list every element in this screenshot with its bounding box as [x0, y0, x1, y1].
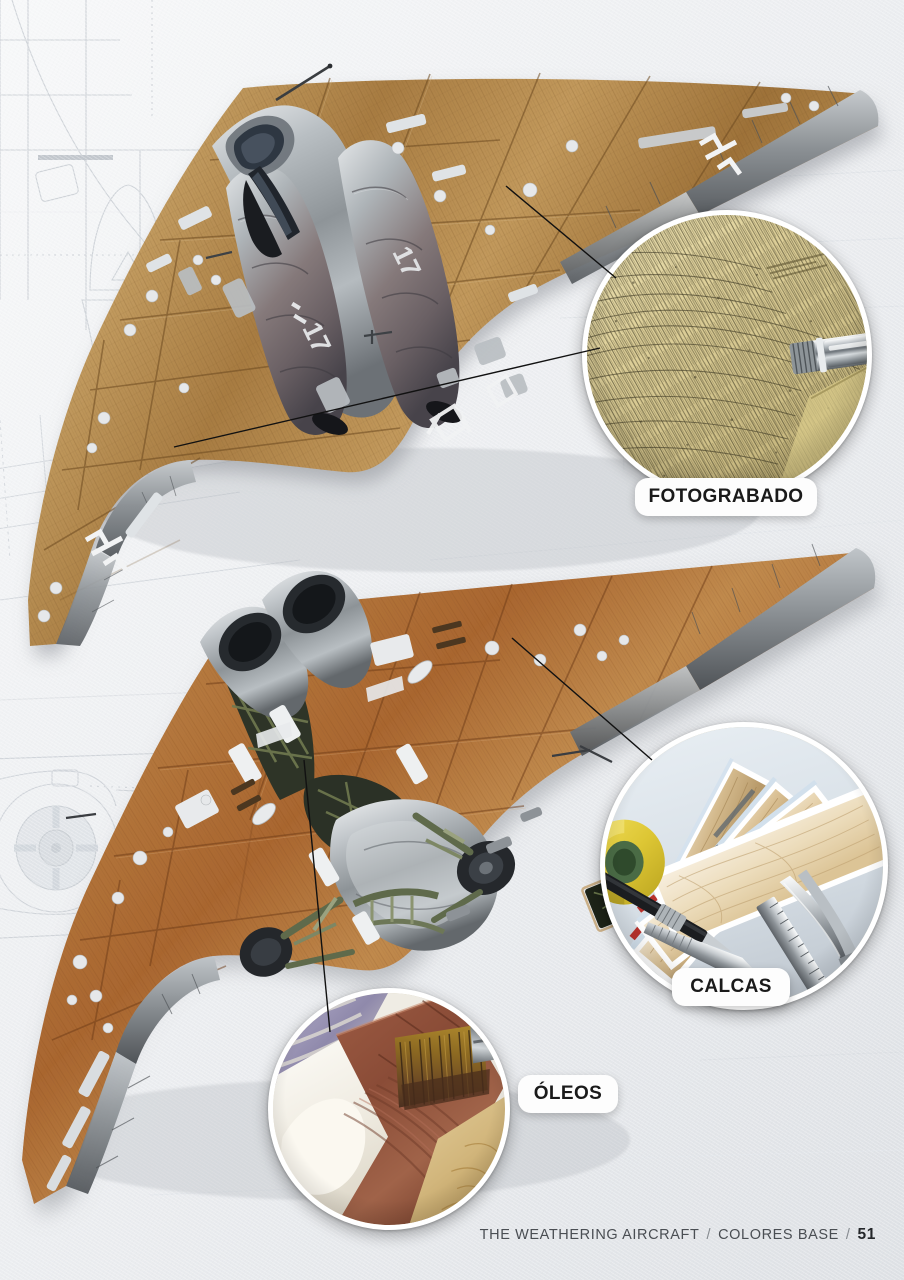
- detail-circle-calcas: [600, 722, 888, 1010]
- upper-aircraft-model: 17 17: [28, 63, 879, 647]
- callout-label-calcas: CALCAS: [672, 968, 790, 1006]
- leader-line-oleos: [303, 759, 331, 1033]
- hakenkreuz-icon: [426, 373, 519, 443]
- footer-separator-2: /: [845, 1227, 851, 1243]
- leader-line-calcas: [511, 637, 653, 761]
- lower-aircraft-model: [22, 543, 876, 1204]
- balkenkreuz-icon-right: [698, 132, 743, 176]
- leader-line-fotograbado-b: [173, 347, 601, 448]
- leader-line-fotograbado-a: [505, 185, 617, 279]
- footer-page-number: 51: [857, 1226, 876, 1243]
- footer-section: COLORES BASE: [718, 1227, 839, 1243]
- callout-label-oleos: ÓLEOS: [518, 1075, 618, 1113]
- page-footer: THE WEATHERING AIRCRAFT / COLORES BASE /…: [480, 1226, 876, 1244]
- detail-circle-oleos: [268, 988, 510, 1230]
- footer-separator-1: /: [706, 1227, 712, 1243]
- balkenkreuz-icon-left: [84, 528, 129, 572]
- footer-publication: THE WEATHERING AIRCRAFT: [479, 1227, 700, 1243]
- callout-label-fotograbado: FOTOGRABADO: [635, 478, 817, 516]
